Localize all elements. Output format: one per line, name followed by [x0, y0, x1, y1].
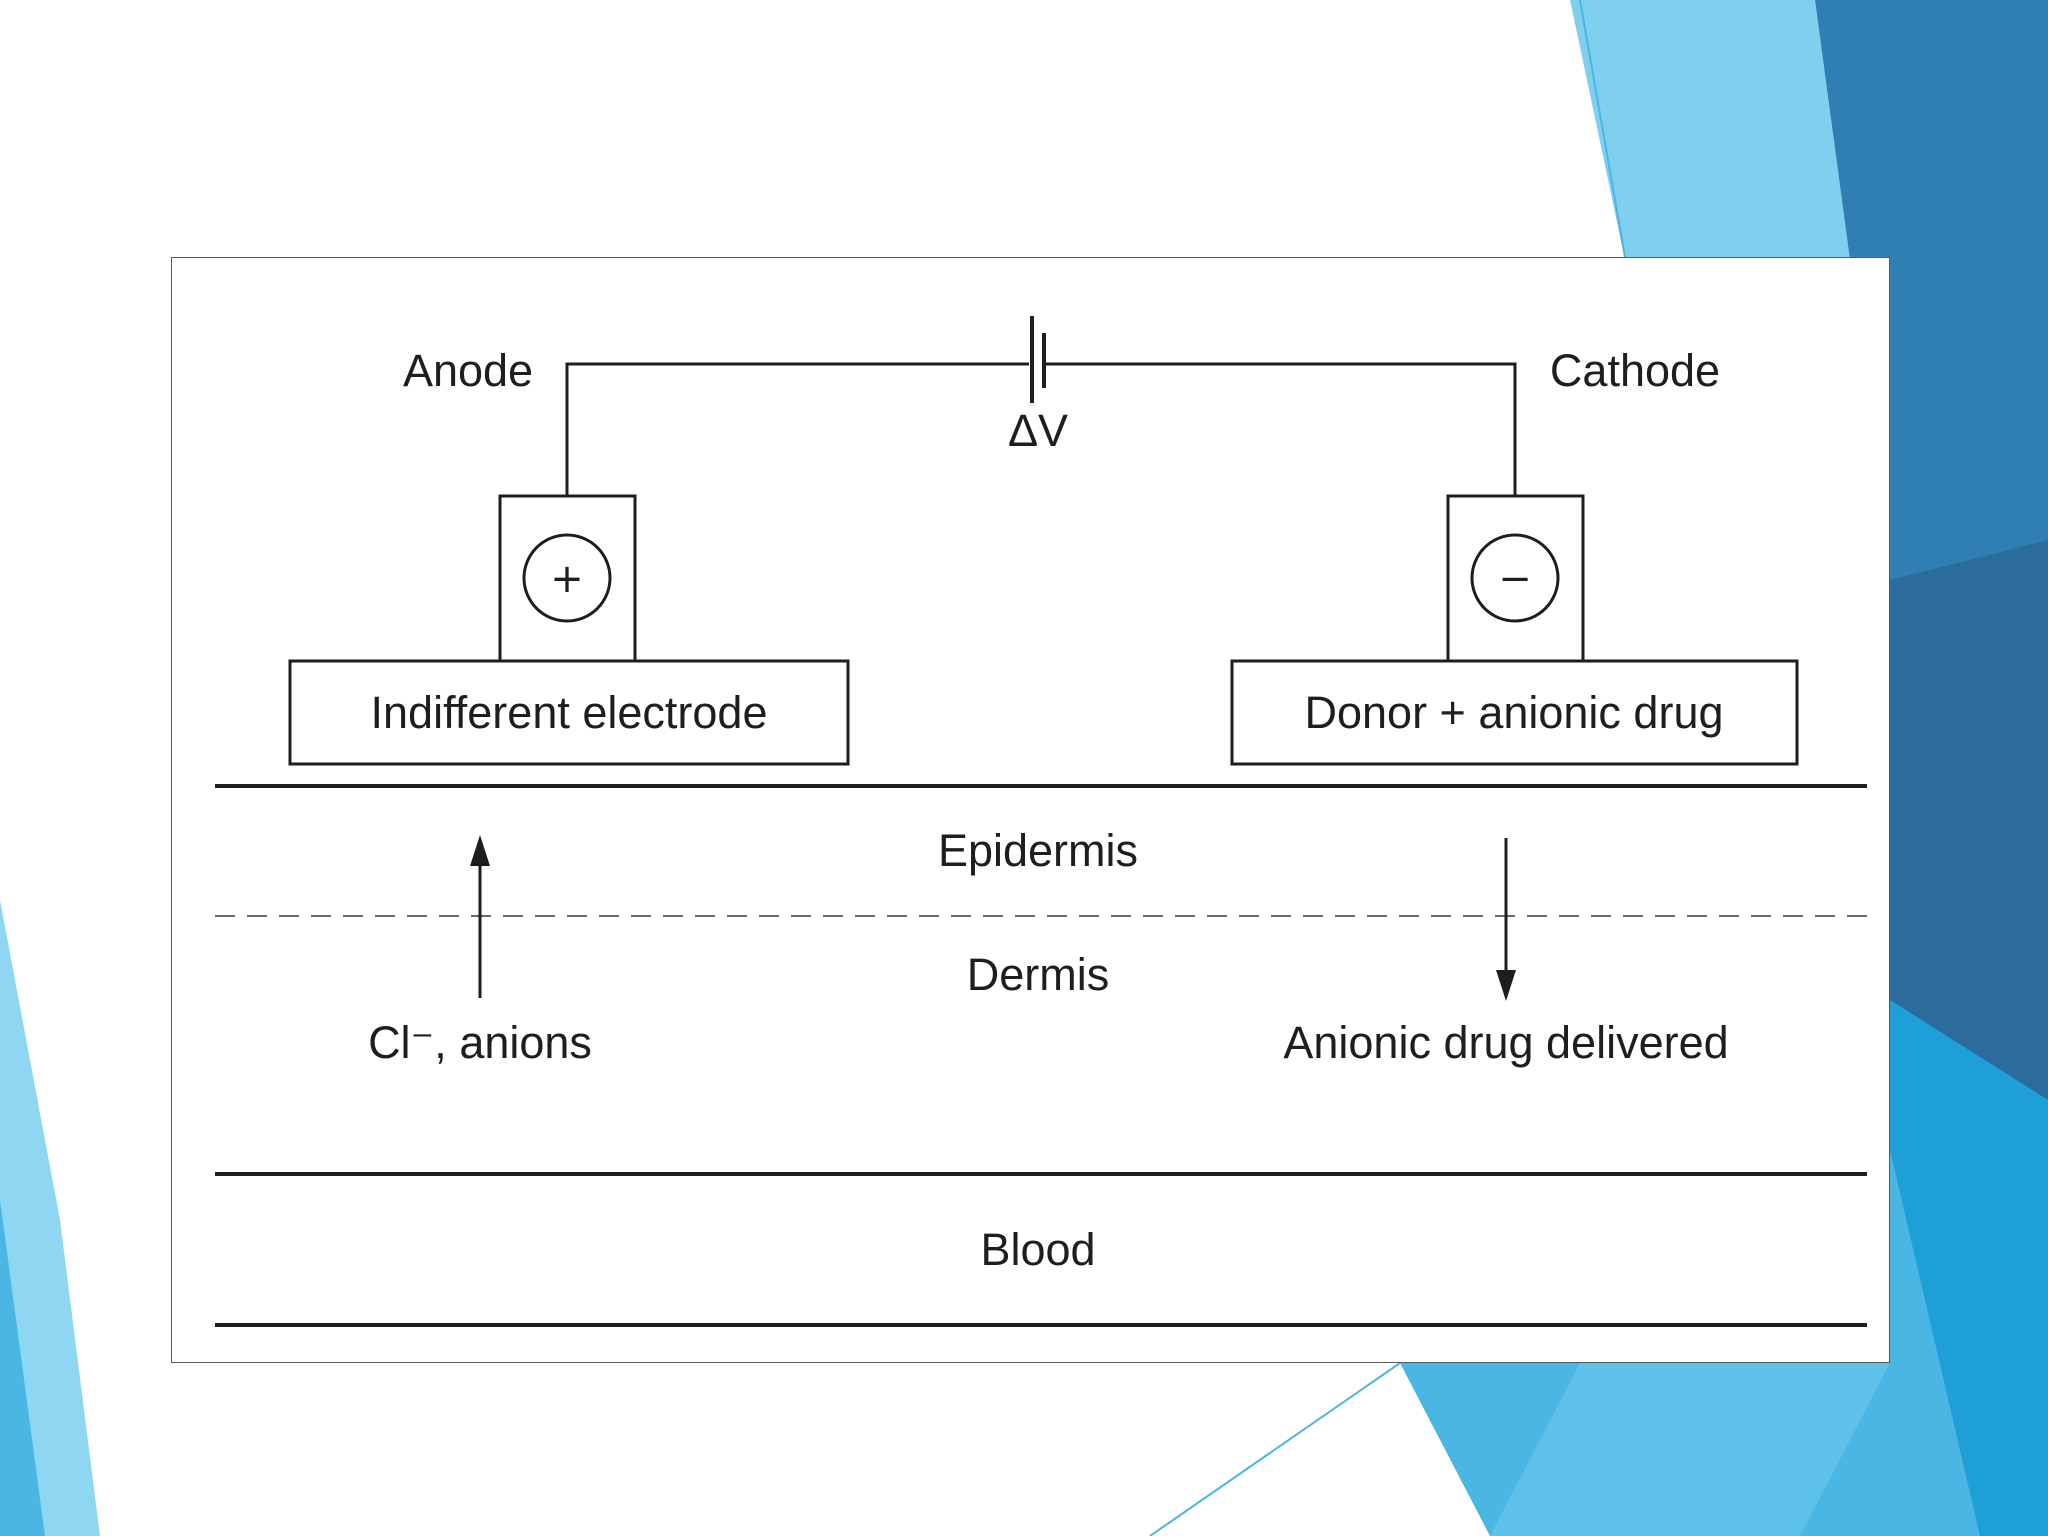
- bg-facet: [1890, 540, 2048, 1150]
- cathode-circle: [1470, 533, 1560, 623]
- cathode-label: Cathode: [1550, 345, 1720, 396]
- voltage-label: ΔV: [1008, 405, 1068, 456]
- right-circuit-wire: [1045, 362, 1517, 496]
- bg-facet: [0, 1200, 45, 1536]
- bg-facet: [0, 900, 100, 1536]
- left-electrode-box: [288, 659, 850, 766]
- bg-facet: [1570, 0, 1850, 260]
- bg-line: [1579, 0, 1626, 258]
- drug-flow-arrowhead: [1496, 970, 1516, 1001]
- right-flow-label: Anionic drug delivered: [1283, 1017, 1728, 1068]
- blood-label: Blood: [980, 1224, 1095, 1275]
- epidermis-label: Epidermis: [938, 825, 1138, 876]
- anode-sign: +: [550, 556, 584, 602]
- iontophoresis-diagram: Anode Cathode ΔV + − Indifferent electro…: [215, 316, 1867, 1327]
- right-electrode-box: [1230, 659, 1799, 766]
- anode-label: Anode: [403, 345, 533, 396]
- left-circuit-wire: [565, 362, 1029, 496]
- right-electrode-label: Donor + anionic drug: [1304, 687, 1723, 738]
- dermis-label: Dermis: [967, 949, 1110, 1000]
- bg-facet: [1490, 1363, 1890, 1536]
- cathode-sign: −: [1498, 556, 1532, 602]
- anion-flow-arrowhead: [470, 835, 490, 866]
- left-flow-label: Cl⁻, anions: [368, 1017, 592, 1068]
- left-electrode-label: Indifferent electrode: [371, 687, 768, 738]
- anode-circle: [522, 533, 612, 623]
- bg-line: [1149, 1362, 1401, 1536]
- diagram-frame: Anode Cathode ΔV + − Indifferent electro…: [171, 257, 1890, 1363]
